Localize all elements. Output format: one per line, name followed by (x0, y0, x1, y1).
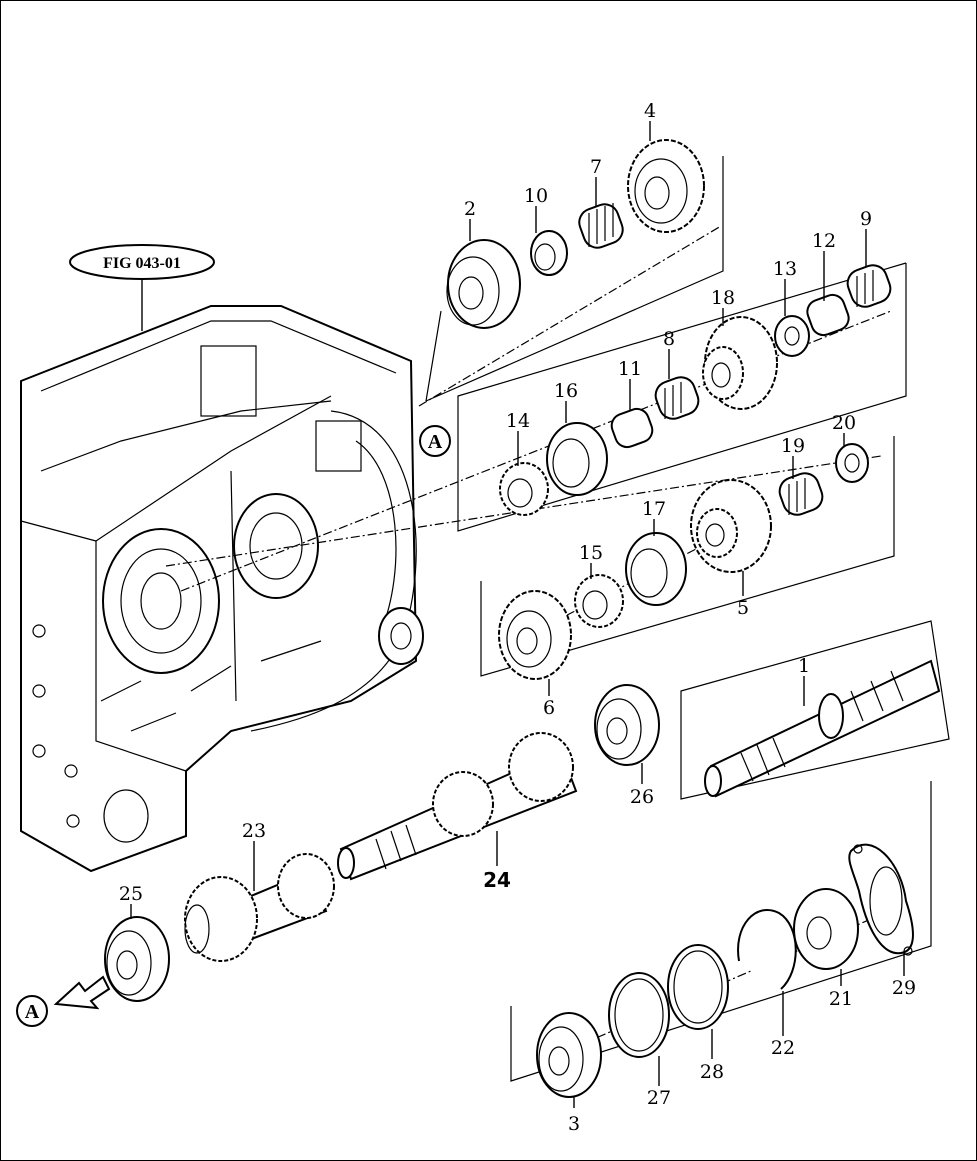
part-14-hub (499, 462, 549, 516)
callout-13: 13 (773, 258, 797, 280)
svg-text:A: A (25, 1001, 40, 1023)
callout-27: 27 (647, 1087, 671, 1109)
part-19-needle-bearing (778, 472, 824, 516)
callout-24: 24 (483, 868, 511, 892)
part-15-hub (574, 574, 624, 628)
part-5-gear (690, 479, 772, 573)
part-4-gear (627, 139, 705, 233)
part-16-coupler (546, 422, 608, 496)
part-22-circlip (737, 909, 797, 990)
callout-29: 29 (892, 977, 916, 999)
part-25-bearing (104, 916, 170, 1002)
callout-5: 5 (737, 597, 749, 619)
section-marker-lower: A (16, 975, 111, 1027)
figure-ref-label: FIG 043-01 (103, 255, 181, 272)
callout-labels: 1 2 3 4 5 6 7 8 9 10 11 12 13 14 15 16 1… (119, 100, 916, 1135)
callout-8: 8 (663, 328, 675, 350)
callout-1: 1 (798, 655, 810, 677)
transmission-housing (20, 305, 424, 873)
callout-15: 15 (579, 542, 603, 564)
callout-28: 28 (700, 1061, 724, 1083)
assembly-boundaries (425, 156, 950, 1082)
leader-lines (130, 121, 905, 1108)
part-6-gear (498, 590, 572, 680)
part-9-needle-bearing (846, 264, 892, 308)
part-27-shim (608, 972, 670, 1058)
part-13-washer (774, 315, 810, 357)
part-24-shaft (337, 732, 578, 881)
callout-9: 9 (860, 208, 872, 230)
callout-11: 11 (618, 358, 642, 380)
part-29-gasket (848, 843, 914, 956)
callout-20: 20 (832, 412, 856, 434)
part-17-coupler (625, 532, 687, 606)
callout-4: 4 (644, 100, 656, 122)
callout-22: 22 (771, 1037, 795, 1059)
part-23-shaft-gear (184, 853, 335, 962)
part-18-gear (702, 316, 778, 410)
callout-2: 2 (464, 198, 476, 220)
figure-reference: FIG 043-01 (69, 244, 215, 331)
callout-7: 7 (590, 156, 602, 178)
callout-12: 12 (812, 230, 836, 252)
part-26-bearing (594, 684, 660, 766)
part-12-sleeve (806, 293, 850, 337)
callout-25: 25 (119, 883, 143, 905)
part-2-bearing (446, 239, 521, 329)
svg-text:A: A (428, 431, 443, 453)
callout-14: 14 (506, 410, 530, 432)
part-10-collar (530, 230, 568, 276)
callout-3: 3 (568, 1113, 580, 1135)
part-11-sleeve (610, 407, 654, 449)
callout-10: 10 (524, 185, 548, 207)
callout-21: 21 (829, 988, 853, 1010)
part-28-shim (667, 944, 729, 1030)
callout-17: 17 (642, 498, 666, 520)
callout-6: 6 (543, 697, 555, 719)
callout-26: 26 (630, 786, 654, 808)
part-1-shaft (704, 659, 941, 798)
section-marker-upper: A (419, 425, 451, 457)
callout-19: 19 (781, 435, 805, 457)
callout-23: 23 (242, 820, 266, 842)
callout-18: 18 (711, 287, 735, 309)
part-8-needle-bearing (654, 376, 700, 420)
callout-16: 16 (554, 380, 578, 402)
part-3-bearing (536, 1012, 602, 1098)
part-21-bearing (793, 888, 859, 970)
part-20-washer (835, 443, 869, 483)
direction-arrow-icon (53, 975, 111, 1010)
part-7-needle-bearing (578, 203, 624, 249)
